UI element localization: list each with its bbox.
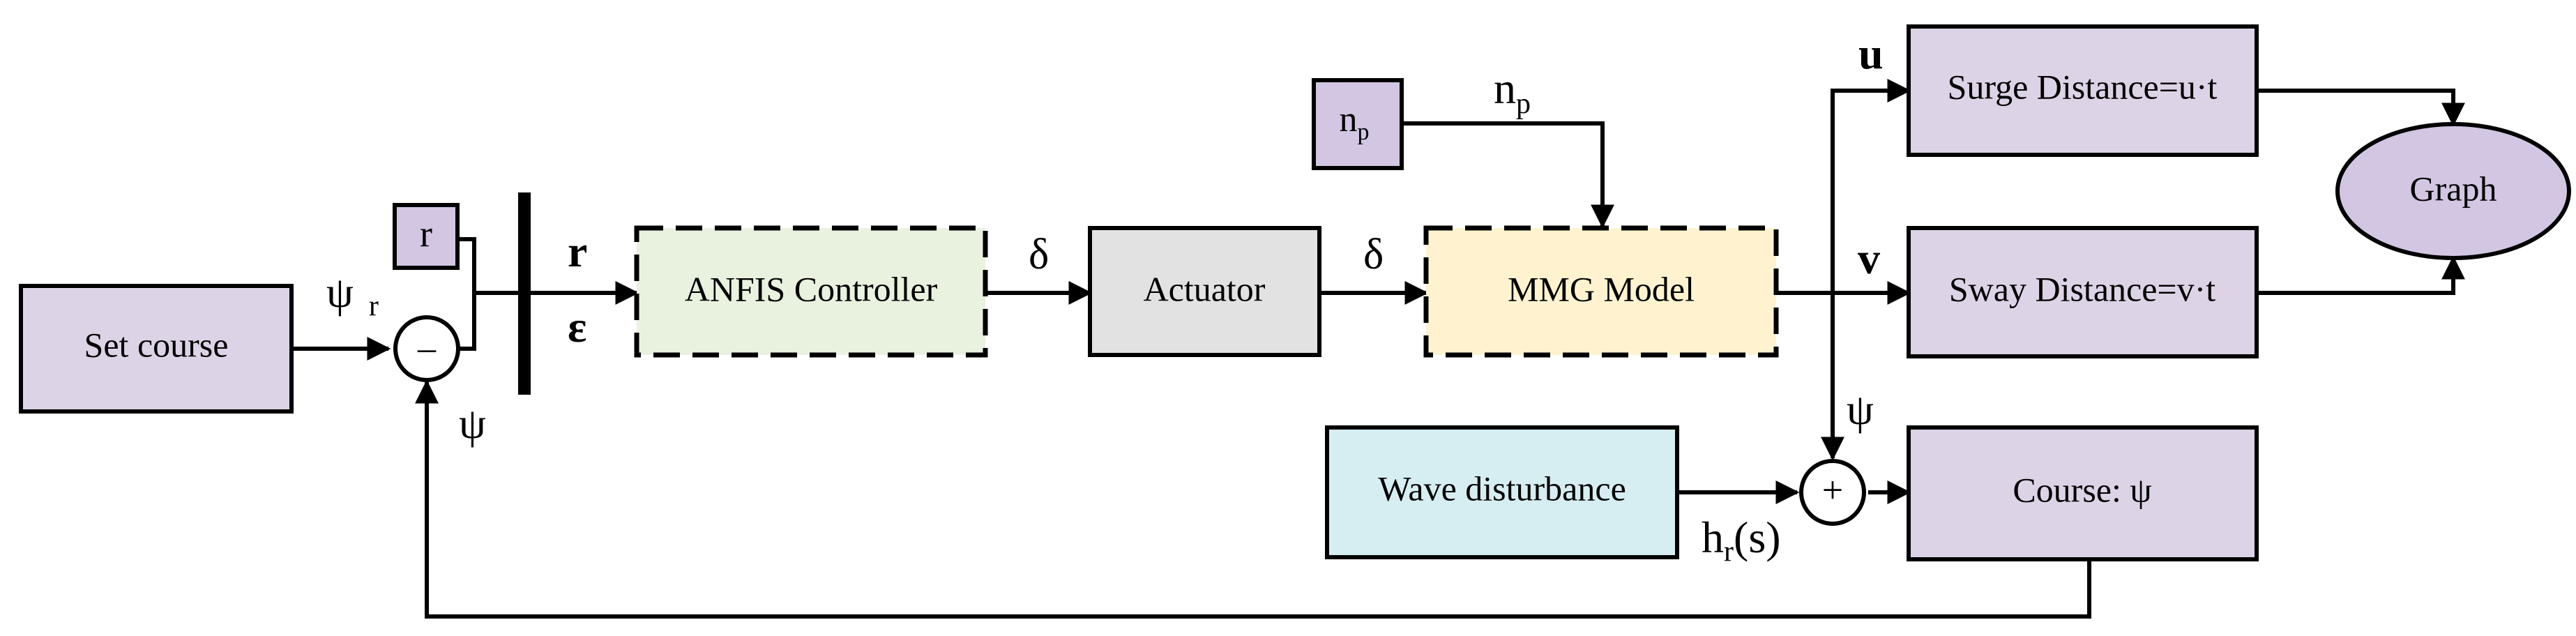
- minus-sign: –: [417, 328, 437, 368]
- wave-disturbance-label: Wave disturbance: [1378, 469, 1626, 508]
- np-input-main: n: [1340, 100, 1358, 139]
- anfis-controller-label: ANFIS Controller: [685, 269, 938, 308]
- set-course-block: [19, 284, 294, 414]
- line-feedback: [415, 379, 2091, 619]
- signal-delta-2: δ: [1363, 231, 1384, 278]
- signal-v: v: [1858, 234, 1880, 283]
- signal-bus-bar: [518, 192, 531, 395]
- wave-disturbance-block: [1325, 425, 1679, 559]
- actuator-label: Actuator: [1144, 269, 1266, 308]
- line-sum-to-bus: [455, 293, 476, 351]
- graph-ellipse: [2335, 122, 2571, 260]
- plus-sign: +: [1822, 469, 1843, 510]
- plus-junction: [1799, 459, 1866, 526]
- r-input-label: r: [420, 213, 432, 255]
- line-surge-to-graph: [2257, 89, 2465, 127]
- line-u-to-surge: [1831, 79, 1911, 293]
- line-r-to-bus: [457, 237, 524, 295]
- mmg-model-label: MMG Model: [1508, 269, 1695, 308]
- signal-psi-output: ψ: [1847, 386, 1874, 434]
- graph-label: Graph: [2410, 169, 2497, 208]
- signal-hr-sub: r: [1724, 536, 1734, 568]
- signal-epsilon: ε: [568, 302, 586, 351]
- signal-psi-r-sub: r: [369, 290, 379, 322]
- signal-np-main: n: [1494, 63, 1516, 113]
- set-course-label: Set course: [84, 325, 229, 364]
- course-label: Course: ψ: [2013, 470, 2151, 509]
- actuator-block: [1088, 226, 1321, 357]
- sway-distance-label: Sway Distance=v·t: [1949, 269, 2215, 308]
- sway-distance-block: [1907, 226, 2259, 358]
- signal-psi-r-main: ψ: [326, 269, 354, 317]
- signal-r: r: [568, 227, 587, 276]
- signal-np: np: [1494, 63, 1531, 120]
- line-sway-to-graph: [2257, 255, 2465, 295]
- r-input-block: [393, 203, 460, 270]
- signal-hr: hr(s): [1702, 513, 1781, 568]
- np-input-sub: p: [1358, 119, 1370, 145]
- np-input-label: np: [1340, 100, 1370, 145]
- surge-distance-label: Surge Distance=u·t: [1948, 67, 2218, 106]
- np-input-block: [1312, 78, 1404, 170]
- course-block: [1907, 425, 2259, 561]
- signal-psi-feedback: ψ: [459, 400, 486, 448]
- anfis-controller-block: [634, 225, 988, 358]
- mmg-model-block: [1423, 225, 1779, 358]
- signal-np-sub: p: [1516, 88, 1531, 120]
- signal-hr-arg: (s): [1734, 513, 1781, 562]
- line-np-to-mmg: [1402, 121, 1614, 229]
- surge-distance-block: [1907, 24, 2259, 157]
- signal-u: u: [1858, 29, 1884, 78]
- minus-junction: [393, 315, 460, 382]
- signal-delta-1: δ: [1029, 231, 1049, 278]
- signal-hr-main: h: [1702, 513, 1724, 562]
